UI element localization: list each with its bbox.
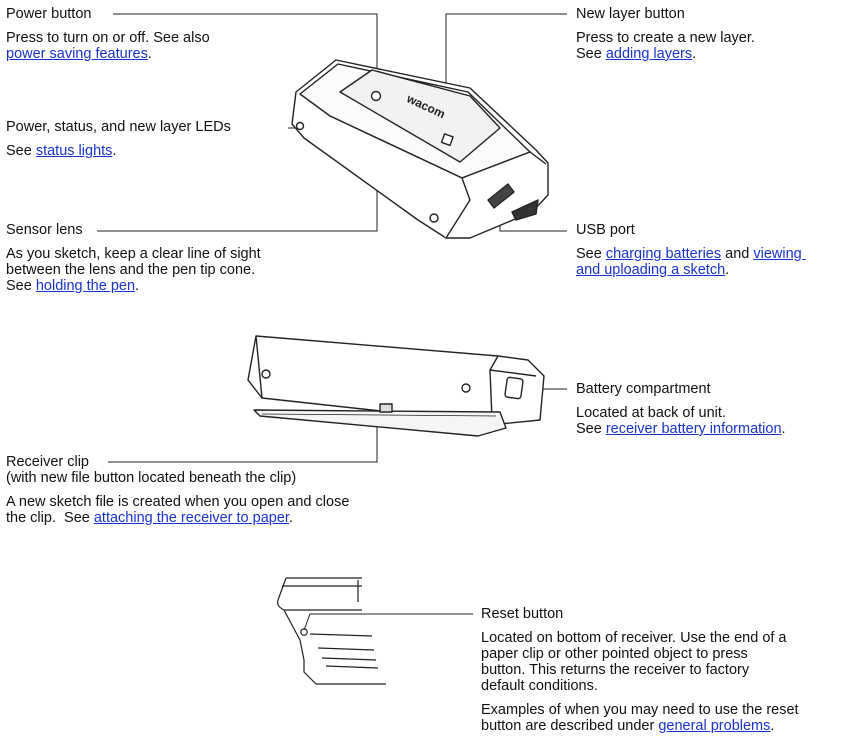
receiver-clip-callout: Receiver clip (with new file button loca…: [6, 454, 349, 526]
general-problems-link[interactable]: general problems: [658, 718, 771, 734]
punct: .: [288, 510, 293, 526]
power-button-callout: Power button Press to turn on or off. Se…: [6, 6, 210, 62]
reset-line: Examples of when you may need to use the…: [481, 702, 799, 718]
sensor-lens-link-line: See holding the pen.: [6, 278, 261, 294]
punct: .: [770, 718, 775, 734]
leds-callout: Power, status, and new layer LEDs See st…: [6, 119, 231, 159]
battery-desc: Located at back of unit. See receiver ba…: [576, 405, 786, 437]
see-text: See: [6, 143, 36, 159]
power-button-desc-line: Press to turn on or off. See also: [6, 30, 210, 46]
battery-title: Battery compartment: [576, 381, 711, 397]
receiver-clip-desc: A new sketch file is created when you op…: [6, 494, 349, 526]
punct: .: [147, 46, 152, 62]
reset-link-line: button are described under general probl…: [481, 718, 799, 734]
receiver-side-view: [247, 335, 545, 437]
power-button-title: Power button: [6, 6, 92, 22]
holding-pen-link[interactable]: holding the pen: [35, 278, 136, 294]
power-saving-link[interactable]: power saving features: [6, 46, 148, 62]
leader-reset-button: [303, 613, 473, 631]
sensor-lens-line: between the lens and the pen tip cone.: [6, 262, 256, 278]
leds-link-line: See status lights.: [6, 143, 231, 159]
button-described-text: button are described under: [481, 718, 659, 734]
power-button-desc: Press to turn on or off. See also power …: [6, 30, 210, 62]
punct: .: [112, 143, 117, 159]
reset-button-desc-2: Examples of when you may need to use the…: [481, 702, 799, 734]
usb-port-title: USB port: [576, 222, 635, 238]
receiver-clip-line: A new sketch file is created when you op…: [6, 494, 350, 510]
sensor-lens-desc: As you sketch, keep a clear line of sigh…: [6, 246, 261, 294]
receiver-corner-view: [277, 577, 386, 685]
receiver-clip-title: Receiver clip: [6, 454, 89, 470]
battery-info-link[interactable]: receiver battery information: [605, 421, 782, 437]
receiver-top-view: [291, 59, 549, 239]
new-layer-desc: Press to create a new layer. See adding …: [576, 30, 755, 62]
battery-callout: Battery compartment Located at back of u…: [576, 381, 786, 437]
reset-button-desc: Located on bottom of receiver. Use the e…: [481, 630, 799, 694]
leds-title: Power, status, and new layer LEDs: [6, 119, 231, 135]
status-lights-link[interactable]: status lights: [35, 143, 113, 159]
receiver-clip-link-line: the clip. See attaching the receiver to …: [6, 510, 349, 526]
charging-batteries-link[interactable]: charging batteries: [605, 246, 722, 262]
battery-line: Located at back of unit.: [576, 405, 726, 421]
power-button-link-line: power saving features.: [6, 46, 210, 62]
see-text: See: [6, 278, 36, 294]
punct: .: [135, 278, 140, 294]
sensor-lens-callout: Sensor lens As you sketch, keep a clear …: [6, 222, 261, 294]
viewing-uploading-link-cont[interactable]: and uploading a sketch: [576, 262, 726, 278]
leader-sensor-lens: [97, 180, 378, 232]
new-layer-link-line: See adding layers.: [576, 46, 755, 62]
punct: .: [725, 262, 730, 278]
battery-link-line: See receiver battery information.: [576, 421, 786, 437]
usb-port-link-line: See charging batteries and viewing: [576, 246, 806, 262]
reset-line: default conditions.: [481, 678, 598, 694]
see-text: See: [576, 421, 606, 437]
see-text: the clip. See: [6, 510, 94, 526]
sensor-lens-title: Sensor lens: [6, 222, 83, 238]
new-layer-title: New layer button: [576, 6, 685, 22]
leds-desc: See status lights.: [6, 143, 231, 159]
reset-line: paper clip or other pointed object to pr…: [481, 646, 748, 662]
reset-button-title: Reset button: [481, 606, 564, 622]
reset-line: button. This returns the receiver to fac…: [481, 662, 750, 678]
receiver-clip-subtitle: (with new file button located beneath th…: [6, 470, 297, 486]
usb-port-link-line-2: and uploading a sketch.: [576, 262, 806, 278]
new-layer-desc-line: Press to create a new layer.: [576, 30, 755, 46]
and-text: and: [721, 246, 754, 262]
usb-port-desc: See charging batteries and viewing and u…: [576, 246, 806, 278]
see-text: See: [576, 46, 606, 62]
adding-layers-link[interactable]: adding layers: [605, 46, 693, 62]
leader-receiver-clip: [108, 415, 378, 463]
reset-line: Located on bottom of receiver. Use the e…: [481, 630, 787, 646]
usb-port-callout: USB port See charging batteries and view…: [576, 222, 806, 278]
leader-power-button: [113, 13, 378, 92]
viewing-uploading-link[interactable]: viewing: [753, 246, 806, 262]
reset-button-callout: Reset button Located on bottom of receiv…: [481, 606, 799, 734]
see-text: See: [576, 246, 606, 262]
punct: .: [781, 421, 786, 437]
new-layer-callout: New layer button Press to create a new l…: [576, 6, 755, 62]
punct: .: [692, 46, 697, 62]
sensor-lens-line: As you sketch, keep a clear line of sigh…: [6, 246, 261, 262]
attaching-receiver-link[interactable]: attaching the receiver to paper: [93, 510, 289, 526]
